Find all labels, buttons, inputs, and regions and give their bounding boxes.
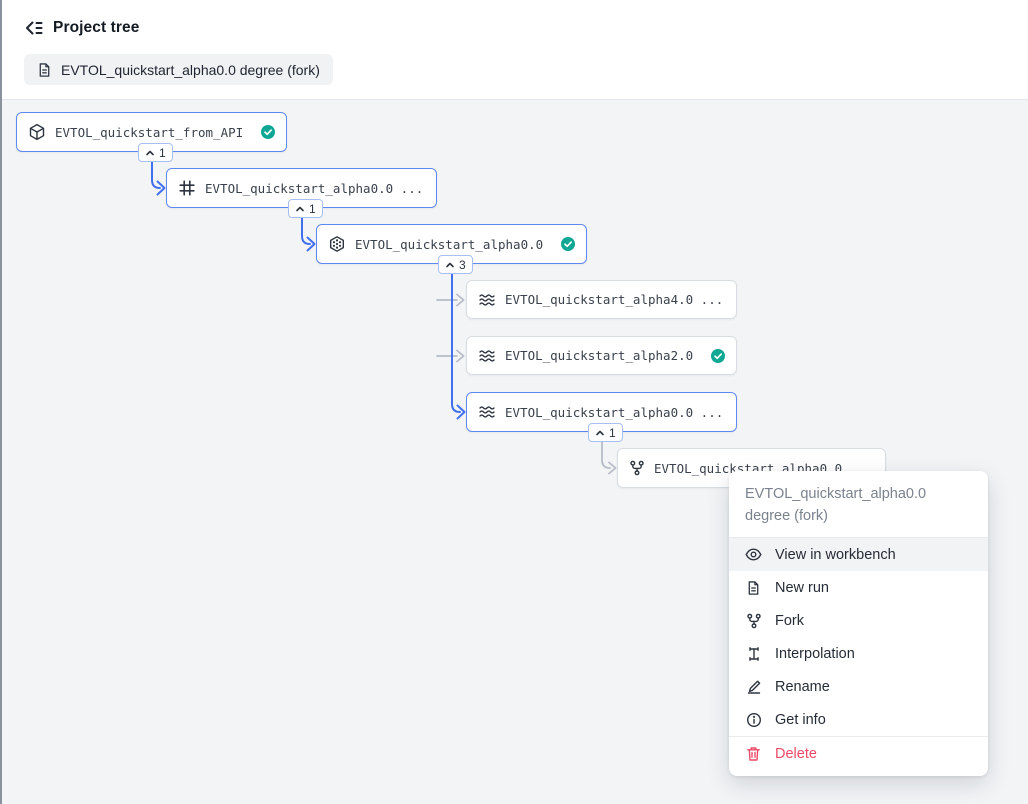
node-label: EVTOL_quickstart_alpha0.0 ... <box>355 237 552 252</box>
menu-item-new-run[interactable]: New run <box>729 571 988 604</box>
node-label: EVTOL_quickstart_alpha0.0 ... <box>205 181 423 196</box>
eye-icon <box>745 547 762 562</box>
menu-item-view-in-workbench[interactable]: View in workbench <box>729 538 988 571</box>
menu-item-fork[interactable]: Fork <box>729 604 988 637</box>
current-run-chip[interactable]: EVTOL_quickstart_alpha0.0 degree (fork) <box>24 54 333 85</box>
info-icon <box>745 712 762 728</box>
menu-item-label: New run <box>775 580 829 596</box>
chevron-up-icon <box>145 148 155 158</box>
badge-count: 3 <box>459 258 466 272</box>
menu-item-interpolation[interactable]: Interpolation <box>729 637 988 670</box>
menu-item-label: Get info <box>775 712 826 728</box>
project-tree-canvas[interactable]: EVTOL_quickstart_from_API EVTOL_quicksta… <box>0 100 1028 804</box>
chevron-up-icon <box>295 204 305 214</box>
collapse-badge[interactable]: 1 <box>288 199 323 218</box>
pencil-icon <box>745 679 762 695</box>
menu-item-label: Rename <box>775 679 830 695</box>
menu-item-rename[interactable]: Rename <box>729 670 988 703</box>
collapse-badge[interactable]: 1 <box>588 423 623 442</box>
waves-icon <box>478 347 496 365</box>
badge-count: 1 <box>309 202 316 216</box>
file-icon <box>745 580 762 596</box>
menu-item-get-info[interactable]: Get info <box>729 703 988 736</box>
menu-item-delete[interactable]: Delete <box>729 737 988 770</box>
node-label: EVTOL_quickstart_from_API <box>55 125 243 140</box>
project-tree-icon <box>24 18 44 38</box>
box-icon <box>28 123 46 141</box>
trash-icon <box>745 746 762 762</box>
badge-count: 1 <box>609 426 616 440</box>
badge-count: 1 <box>159 146 166 160</box>
check-circle-icon <box>561 237 575 251</box>
collapse-badge[interactable]: 1 <box>138 143 173 162</box>
tree-node-alpha4[interactable]: EVTOL_quickstart_alpha4.0 ... <box>466 280 737 319</box>
node-context-menu: EVTOL_quickstart_alpha0.0 degree (fork) … <box>729 471 988 776</box>
file-icon <box>37 62 52 78</box>
page-title: Project tree <box>53 19 140 37</box>
voxel-icon <box>328 235 346 253</box>
fork-icon <box>745 613 762 629</box>
menu-item-label: View in workbench <box>775 547 896 563</box>
context-menu-title: EVTOL_quickstart_alpha0.0 degree (fork) <box>729 471 988 537</box>
menu-item-label: Interpolation <box>775 646 855 662</box>
grid-icon <box>178 179 196 197</box>
fork-icon <box>629 460 645 476</box>
panel-edge-rule <box>0 0 2 804</box>
waves-icon <box>478 291 496 309</box>
interpolation-icon <box>745 646 762 662</box>
node-label: EVTOL_quickstart_alpha2.0 ... <box>505 348 702 363</box>
node-label: EVTOL_quickstart_alpha0.0 ... <box>505 405 723 420</box>
chevron-up-icon <box>595 428 605 438</box>
check-circle-icon <box>711 349 725 363</box>
project-tree-header: Project tree EVTOL_quickstart_alpha0.0 d… <box>0 0 1028 99</box>
waves-icon <box>478 403 496 421</box>
check-circle-icon <box>261 125 275 139</box>
chevron-up-icon <box>445 260 455 270</box>
menu-item-label: Delete <box>775 746 817 762</box>
collapse-badge[interactable]: 3 <box>438 255 473 274</box>
menu-item-label: Fork <box>775 613 804 629</box>
tree-node-alpha2[interactable]: EVTOL_quickstart_alpha2.0 ... <box>466 336 737 375</box>
node-label: EVTOL_quickstart_alpha4.0 ... <box>505 292 723 307</box>
current-run-label: EVTOL_quickstart_alpha0.0 degree (fork) <box>61 62 320 78</box>
